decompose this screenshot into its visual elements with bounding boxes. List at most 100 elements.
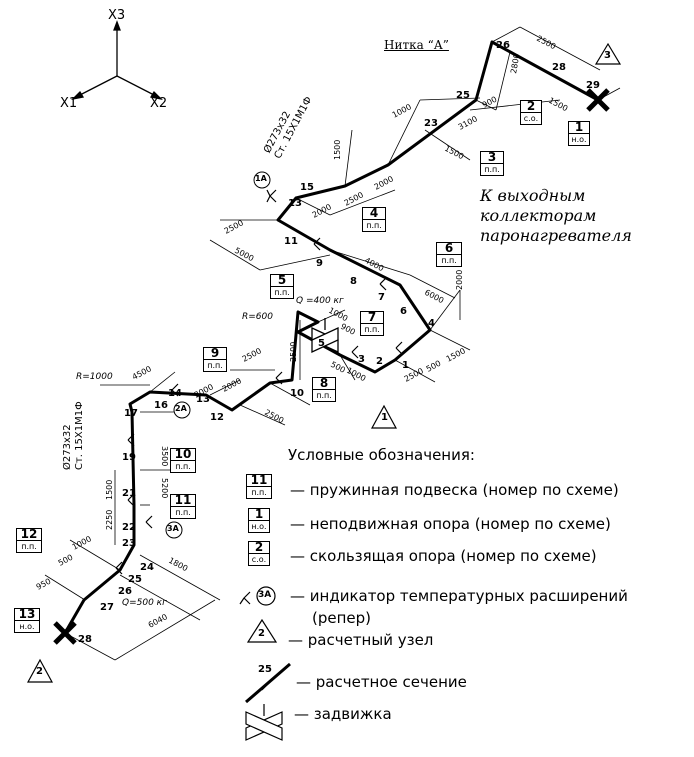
section-label: 4 bbox=[428, 318, 435, 329]
legend-valve-icon bbox=[245, 704, 283, 741]
dim-label: 3100 bbox=[457, 114, 479, 132]
indicator-circles bbox=[165, 171, 271, 539]
dim-label: 1000 bbox=[71, 534, 93, 552]
pipe-spec-lower: Ø273x32 Ст. 15Х1М1Ф bbox=[62, 401, 85, 470]
section-label: 26 bbox=[496, 40, 510, 51]
section-label: 14 bbox=[168, 388, 182, 399]
thread-title: Нитка “А” bbox=[384, 38, 449, 52]
section-label: 23 bbox=[122, 538, 136, 549]
section-label: 17 bbox=[124, 408, 138, 419]
hanger-symbols bbox=[115, 189, 403, 575]
legend-indicator-icon bbox=[239, 586, 276, 606]
dim-label: 6000 bbox=[423, 288, 445, 306]
section-label: 3 bbox=[358, 354, 365, 365]
section-label: 21 bbox=[122, 488, 136, 499]
legend-valve-text: — задвижка bbox=[294, 705, 392, 723]
legend-title: Условные обозначения: bbox=[288, 446, 475, 464]
dim-label: 1000 bbox=[327, 306, 349, 324]
legend-fixed-text: — неподвижная опора (номер по схеме) bbox=[290, 515, 611, 533]
dim-label: 900 bbox=[339, 322, 357, 337]
section-label: 6 bbox=[400, 306, 407, 317]
dim-label: 500 bbox=[425, 359, 443, 374]
dim-label: 1000 bbox=[391, 102, 413, 120]
section-label: 19 bbox=[122, 452, 136, 463]
axis-triad bbox=[71, 20, 163, 101]
section-label: 22 bbox=[122, 522, 136, 533]
dim-label: 2000 bbox=[373, 174, 395, 192]
section-label: 13 bbox=[196, 394, 210, 405]
indicator-label: 3А bbox=[167, 524, 179, 533]
section-label: 13 bbox=[288, 198, 302, 209]
dim-label: 2500 bbox=[223, 218, 245, 236]
section-label: 15 bbox=[300, 182, 314, 193]
dim-label: 2500 bbox=[535, 34, 557, 52]
legend-hanger-text: — пружинная подвеска (номер по схеме) bbox=[290, 481, 619, 499]
dim-label: 2000 bbox=[311, 202, 333, 220]
valve-icon bbox=[311, 318, 339, 354]
indicator-label: 1А bbox=[255, 174, 267, 183]
legend-node-text: — расчетный узел bbox=[288, 631, 434, 649]
dim-label: 2500 bbox=[263, 408, 285, 426]
section-label: 12 bbox=[210, 412, 224, 423]
dim-label: 6040 bbox=[147, 612, 169, 630]
section-label: 29 bbox=[586, 80, 600, 91]
section-label: 1 bbox=[402, 360, 409, 371]
axis-label-x3: X3 bbox=[108, 8, 126, 23]
section-label: 10 bbox=[290, 388, 304, 399]
dim-label: 2250 bbox=[105, 510, 114, 530]
section-label: 25 bbox=[456, 90, 470, 101]
legend-section-text: — расчетное сечение bbox=[296, 673, 467, 691]
dim-label: 500 bbox=[57, 553, 75, 568]
indicator-label: 2А bbox=[175, 404, 187, 413]
section-label: 16 bbox=[154, 400, 168, 411]
section-label: 28 bbox=[552, 62, 566, 73]
legend-indicator-text-cont: (репер) bbox=[312, 609, 372, 627]
legend-symbols bbox=[239, 586, 291, 741]
radius-r1000: R=1000 bbox=[76, 372, 113, 382]
dimension-lines bbox=[44, 26, 621, 661]
section-label: 25 bbox=[128, 574, 142, 585]
dim-label: 3500 bbox=[160, 446, 169, 466]
section-label: 2 bbox=[376, 356, 383, 367]
caption: К выходным коллекторам паронагревателя bbox=[480, 186, 632, 245]
dim-label: 4500 bbox=[131, 364, 153, 382]
dim-label: 1500 bbox=[443, 144, 465, 162]
dim-label: 2500 bbox=[241, 346, 263, 364]
section-label: 24 bbox=[140, 562, 154, 573]
pipe-route bbox=[63, 40, 599, 634]
legend-indicator-label: 3А bbox=[258, 590, 272, 600]
section-label: 9 bbox=[316, 258, 323, 269]
section-label: 5 bbox=[318, 338, 325, 349]
legend-sliding-text: — скользящая опора (номер по схеме) bbox=[290, 547, 597, 565]
node-number: 1 bbox=[381, 412, 388, 423]
dim-label: 1000 bbox=[345, 366, 367, 384]
legend-node-triangle bbox=[246, 618, 278, 643]
dim-label: 950 bbox=[35, 577, 53, 592]
dim-label: 1500 bbox=[105, 480, 114, 500]
dim-label: 1500 bbox=[333, 140, 342, 160]
dim-label: 2500 bbox=[289, 342, 298, 362]
section-label: 27 bbox=[100, 602, 114, 613]
dim-label: 1500 bbox=[445, 346, 467, 364]
load-q400: Q =400 кг bbox=[296, 296, 344, 306]
dim-label: 2500 bbox=[343, 190, 365, 208]
dim-label: 1800 bbox=[167, 556, 189, 574]
legend-section-label: 25 bbox=[258, 664, 272, 675]
node-number: 2 bbox=[36, 666, 43, 677]
